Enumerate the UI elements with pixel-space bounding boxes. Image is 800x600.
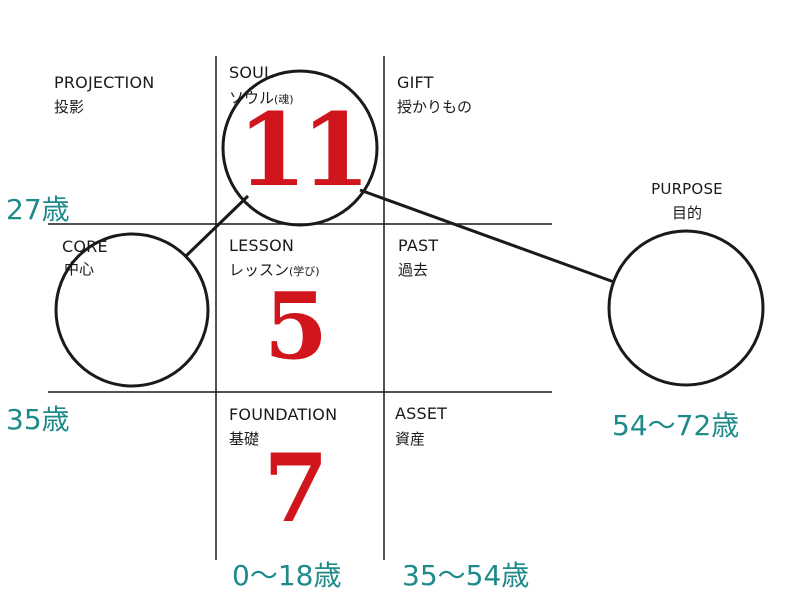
projection-label: PROJECTION (54, 73, 155, 92)
gift-label-ja: 授かりもの (397, 98, 473, 116)
age-0-18-label: 0〜18歳 (232, 559, 342, 592)
lesson-number: 5 (263, 272, 328, 380)
age-27-label: 27歳 (6, 193, 70, 226)
gift-label: GIFT (397, 73, 434, 92)
projection-label-ja: 投影 (54, 98, 85, 116)
age-35-label: 35歳 (6, 403, 70, 436)
age-54-72-label: 54〜72歳 (612, 409, 740, 442)
purpose-circle (607, 229, 765, 387)
foundation-label-ja: 基礎 (229, 430, 260, 448)
past-label: PAST (398, 236, 439, 255)
asset-label: ASSET (395, 404, 448, 423)
age-35-54-label: 35〜54歳 (402, 559, 530, 592)
core-circle (54, 232, 210, 388)
soul-label-ja-wrap: ソウル(魂) (229, 87, 294, 108)
purpose-label: PURPOSE (651, 180, 723, 198)
past-label-ja: 過去 (398, 261, 429, 279)
lesson-label: LESSON (229, 236, 295, 255)
lesson-label-ja-wrap: レッスン(学び) (229, 259, 320, 280)
soul-label: SOUL (229, 63, 274, 82)
foundation-label: FOUNDATION (229, 405, 338, 424)
connector-soul-core (184, 194, 250, 258)
soul-label-ja-small: (魂) (274, 93, 294, 106)
foundation-number: 7 (263, 434, 329, 544)
soul-number: 11 (237, 91, 370, 209)
core-label-ja: 中心 (64, 260, 95, 278)
connector-soul-purpose (359, 188, 615, 284)
core-label: CORE (62, 237, 108, 256)
soul-circle (221, 69, 379, 227)
lesson-label-ja: レッスン (229, 261, 290, 279)
soul-label-ja: ソウル (229, 89, 275, 107)
lesson-label-ja-small: (学び) (289, 265, 320, 278)
purpose-label-ja: 目的 (671, 204, 702, 222)
asset-label-ja: 資産 (395, 430, 426, 448)
